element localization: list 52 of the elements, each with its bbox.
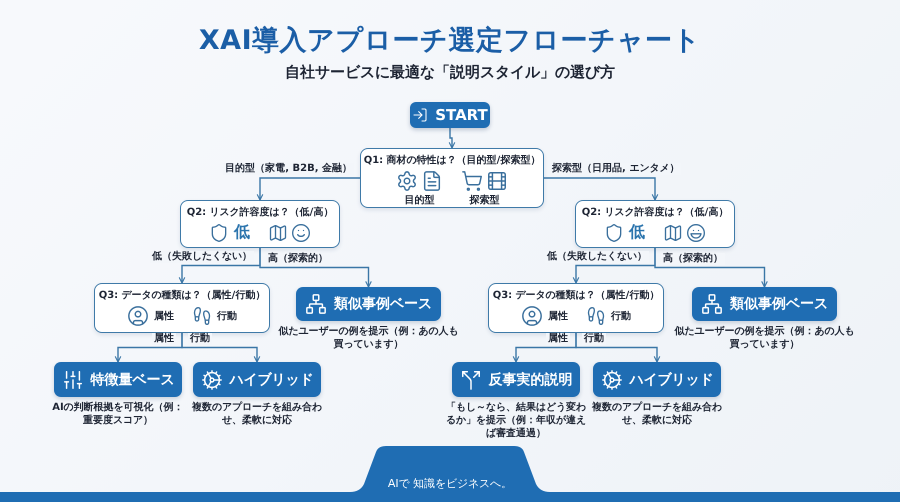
node-caption: 複数のアプローチを組み合わせ、柔軟に対応 — [190, 401, 323, 427]
arrow — [448, 128, 456, 149]
arrow — [654, 248, 768, 288]
node-caption: 似たユーザーの例を提示（例：あの人も買っています） — [278, 325, 458, 351]
option-label: 属性 — [154, 310, 174, 323]
question-box — [360, 148, 544, 208]
arrow — [181, 333, 260, 363]
option-label: 探索型 — [470, 194, 500, 207]
node-caption: AIの判断根拠を可視化（例：重要度スコア） — [51, 401, 185, 427]
edge-label: 行動 — [188, 332, 212, 344]
result-box — [296, 287, 441, 321]
arrow — [575, 333, 660, 363]
result-box — [54, 362, 182, 397]
question-box — [488, 283, 664, 333]
subtitle: 自社サービスに最適な「説明スタイル」の選び方 — [285, 63, 615, 82]
start-button-box — [410, 102, 490, 128]
option-label: 低 — [234, 222, 250, 243]
result-label: 特徴量ベース — [90, 370, 174, 388]
option-label: 目的型 — [404, 194, 434, 207]
result-label: 類似事例ベース — [730, 295, 828, 313]
title: XAI導入アプローチ選定フローチャート — [198, 24, 702, 58]
arrow — [256, 177, 360, 201]
result-label: 類似事例ベース — [334, 295, 432, 313]
result-label: ハイブリッド — [230, 370, 314, 388]
start-label: START — [435, 106, 488, 124]
edge-label: 属性 — [152, 332, 176, 344]
node-caption: 「もし～なら、結果はどう変わるか」を提示（例：年収が違えば審査通過） — [446, 401, 586, 440]
question-text: Q2: リスク許容度は？（低/高） — [582, 205, 728, 219]
edge-label: 行動 — [582, 332, 606, 344]
question-box — [180, 200, 340, 248]
result-box — [593, 362, 721, 397]
result-label: 反事実的説明 — [488, 370, 572, 388]
node-caption: 似たユーザーの例を提示（例：あの人も買っています） — [674, 325, 854, 351]
result-label: ハイブリッド — [630, 370, 714, 388]
question-box — [94, 283, 270, 333]
option-label: 低 — [629, 222, 645, 243]
option-label: 行動 — [217, 310, 237, 323]
arrow — [259, 248, 372, 288]
tagline: AIで 知識をビジネスへ。 — [388, 476, 512, 491]
question-text: Q1: 商材の特性は？（目的型/探索型） — [364, 153, 540, 167]
edge-label: 属性 — [546, 332, 570, 344]
node-caption: 複数のアプローチを組み合わせ、柔軟に対応 — [590, 401, 723, 427]
question-box — [575, 200, 735, 248]
question-text: Q3: データの種類は？（属性/行動） — [492, 288, 660, 302]
result-box — [193, 362, 321, 397]
question-text: Q3: データの種類は？（属性/行動） — [98, 288, 266, 302]
result-box — [692, 287, 837, 321]
question-text: Q2: リスク許容度は？（低/高） — [186, 205, 334, 219]
result-box — [452, 362, 580, 397]
arrow — [544, 177, 658, 201]
option-label: 行動 — [611, 310, 631, 323]
option-label: 属性 — [548, 310, 568, 323]
